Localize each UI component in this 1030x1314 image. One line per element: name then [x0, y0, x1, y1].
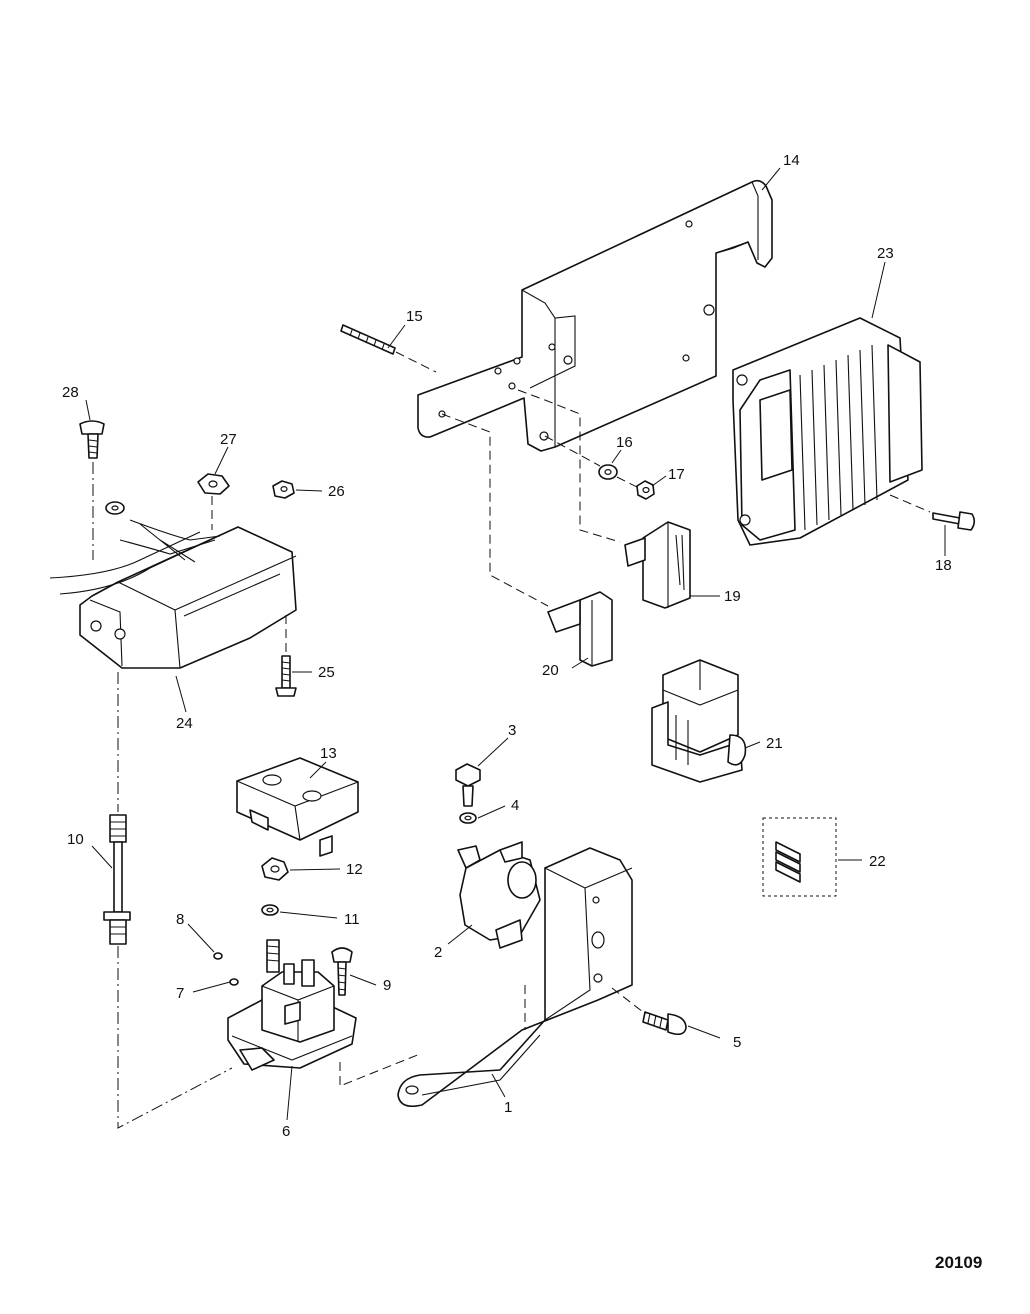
callout-18: 18: [935, 557, 952, 574]
part-28-screw: [79, 420, 105, 560]
callout-20: 20: [542, 662, 559, 679]
callout-25: 25: [318, 664, 335, 681]
callout-15: 15: [406, 308, 423, 325]
part-8-lockwasher: [213, 952, 223, 960]
callout-13: 13: [320, 745, 337, 762]
part-2-circuit-breaker: [457, 841, 541, 949]
callout-10: 10: [67, 831, 84, 848]
part-20-clip: [547, 591, 613, 667]
part-5-screw: [611, 987, 687, 1036]
callout-2: 2: [434, 944, 442, 961]
callout-11: 11: [344, 911, 360, 928]
callout-17: 17: [668, 466, 685, 483]
callout-21: 21: [766, 735, 783, 752]
callout-5: 5: [733, 1034, 741, 1051]
callout-16: 16: [616, 434, 633, 451]
callout-9: 9: [383, 977, 391, 994]
part-22-fuse-set: [762, 817, 837, 897]
part-18-screw: [889, 494, 976, 531]
part-15-stud: [340, 324, 437, 373]
callout-labels: 14 23 15 16 17 18 19 20 21 22 28 27 26 2…: [62, 152, 952, 1140]
callout-4: 4: [511, 797, 519, 814]
callout-7: 7: [176, 985, 184, 1002]
part-4-washer: [459, 812, 477, 824]
part-6-solenoid: [227, 939, 357, 1071]
washer-under-screw: [105, 501, 125, 515]
callout-22: 22: [869, 853, 886, 870]
figure-number: 20109: [935, 1253, 982, 1272]
callout-leaders: [85, 167, 946, 1121]
callout-6: 6: [282, 1123, 290, 1140]
part-1-bracket: [397, 847, 633, 1108]
part-19-clip: [624, 521, 691, 609]
part-12-nut: [261, 857, 289, 881]
callout-23: 23: [877, 245, 894, 262]
part-26-nut: [272, 480, 295, 499]
part-7-lockwasher: [229, 978, 239, 986]
part-16-washer: [598, 464, 618, 480]
callout-3: 3: [508, 722, 516, 739]
callout-19: 19: [724, 588, 741, 605]
part-17-nut: [636, 480, 655, 500]
part-9-screw: [331, 947, 353, 996]
part-3-screw: [455, 763, 481, 807]
callout-14: 14: [783, 152, 800, 169]
callout-26: 26: [328, 483, 345, 500]
part-10-stud: [103, 672, 233, 1129]
part-27-nut: [197, 473, 230, 530]
callout-8: 8: [176, 911, 184, 928]
part-21-relay: [651, 659, 747, 783]
part-24-electrical-block: [49, 519, 297, 669]
callout-12: 12: [346, 861, 363, 878]
part-13-cover: [236, 757, 359, 857]
callout-24: 24: [176, 715, 193, 732]
part-25-screw: [275, 615, 297, 697]
part-23-module: [732, 317, 923, 546]
part-11-washer: [261, 904, 279, 916]
callout-1: 1: [504, 1099, 512, 1116]
callout-28: 28: [62, 384, 79, 401]
part-14-mounting-bracket: [417, 179, 773, 452]
callout-27: 27: [220, 431, 237, 448]
